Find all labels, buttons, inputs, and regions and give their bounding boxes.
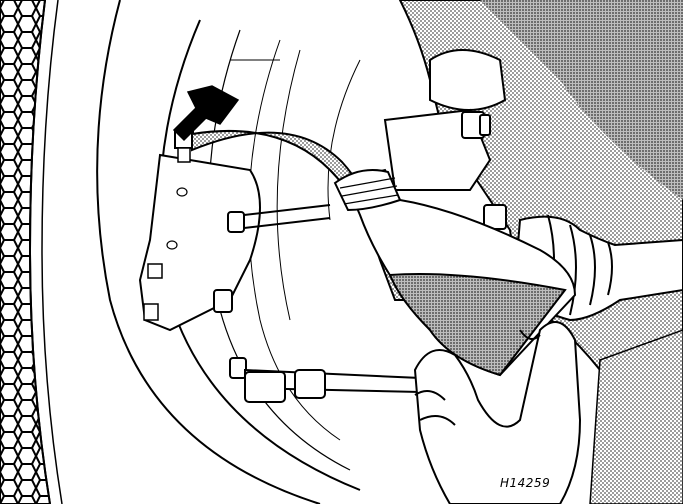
reference-code: H14259 — [500, 476, 551, 490]
brake-pipe — [243, 204, 331, 229]
lower-brake-hose — [244, 368, 421, 403]
bleed-bottle — [333, 168, 577, 377]
tyre-tread — [0, 0, 63, 504]
brake-caliper — [138, 153, 261, 332]
arrow-pointer-icon — [172, 85, 240, 142]
caliper-bolts — [213, 211, 247, 379]
